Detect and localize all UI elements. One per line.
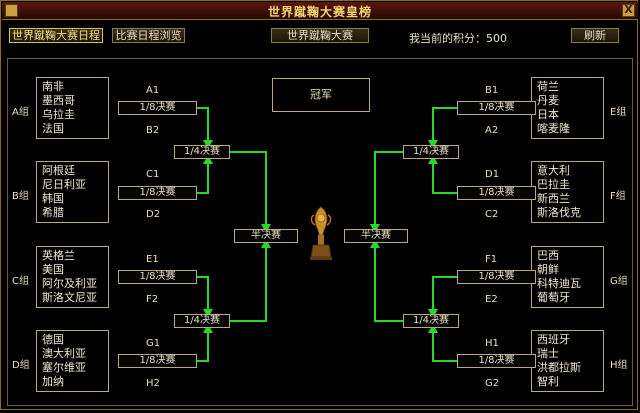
bracket-panel (7, 58, 633, 406)
team-name: 意大利 (537, 164, 570, 177)
team-name: 澳大利亚 (42, 347, 86, 360)
team-name: 丹麦 (537, 94, 559, 107)
group-box[interactable]: 巴西朝鲜科特迪瓦葡萄牙 (531, 246, 604, 308)
team-name: 法国 (42, 122, 64, 135)
semifinal-box[interactable]: 半决赛 (344, 229, 408, 243)
group-label: F组 (610, 191, 626, 202)
team-name: 塞尔维亚 (42, 361, 86, 374)
team-name: 新西兰 (537, 192, 570, 205)
seed-label: A2 (485, 125, 499, 136)
team-name: 朝鲜 (537, 263, 559, 276)
seed-label: A1 (146, 85, 160, 96)
seed-label: D1 (485, 169, 500, 180)
team-name: 尼日利亚 (42, 178, 86, 191)
team-name: 希腊 (42, 206, 64, 219)
tab-bracket[interactable]: 世界蹴鞠大赛日程 (9, 28, 103, 43)
seed-label: F2 (146, 294, 159, 305)
team-name: 巴拉圭 (537, 178, 570, 191)
quarterfinal-box[interactable]: 1/4决赛 (174, 145, 230, 159)
corner-ornament-icon (5, 4, 18, 17)
round16-box[interactable]: 1/8决赛 (118, 354, 197, 368)
quarterfinal-box[interactable]: 1/4决赛 (174, 314, 230, 328)
team-name: 智利 (537, 375, 559, 388)
team-name: 南非 (42, 80, 64, 93)
round16-box[interactable]: 1/8决赛 (457, 270, 536, 284)
refresh-button[interactable]: 刷新 (571, 28, 619, 43)
seed-label: G2 (485, 378, 500, 389)
team-name: 洪都拉斯 (537, 361, 581, 374)
team-name: 斯洛文尼亚 (42, 291, 97, 304)
team-name: 喀麦隆 (537, 122, 570, 135)
seed-label: C1 (146, 169, 160, 180)
team-name: 墨西哥 (42, 94, 75, 107)
group-label: C组 (12, 276, 29, 287)
seed-label: E2 (485, 294, 498, 305)
quarterfinal-box[interactable]: 1/4决赛 (403, 145, 459, 159)
close-icon: X (624, 3, 633, 16)
team-name: 瑞士 (537, 347, 559, 360)
group-label: H组 (610, 360, 628, 371)
group-box[interactable]: 意大利巴拉圭新西兰斯洛伐克 (531, 161, 604, 223)
team-name: 科特迪瓦 (537, 277, 581, 290)
seed-label: F1 (485, 254, 498, 265)
team-name: 斯洛伐克 (537, 206, 581, 219)
team-name: 加纳 (42, 375, 64, 388)
seed-label: B1 (485, 85, 499, 96)
semifinal-box[interactable]: 半决赛 (234, 229, 298, 243)
round16-box[interactable]: 1/8决赛 (118, 186, 197, 200)
team-name: 巴西 (537, 249, 559, 262)
seed-label: E1 (146, 254, 159, 265)
group-label: E组 (610, 107, 627, 118)
seed-label: C2 (485, 209, 499, 220)
tournament-button[interactable]: 世界蹴鞠大赛 (271, 28, 369, 43)
team-name: 阿根廷 (42, 164, 75, 177)
team-name: 日本 (537, 108, 559, 121)
team-name: 荷兰 (537, 80, 559, 93)
team-name: 美国 (42, 263, 64, 276)
seed-label: B2 (146, 125, 160, 136)
team-name: 西班牙 (537, 333, 570, 346)
seed-label: H1 (485, 338, 499, 349)
round16-box[interactable]: 1/8决赛 (118, 101, 197, 115)
seed-label: G1 (146, 338, 161, 349)
round16-box[interactable]: 1/8决赛 (457, 186, 536, 200)
group-box[interactable]: 西班牙瑞士洪都拉斯智利 (531, 330, 604, 392)
round16-box[interactable]: 1/8决赛 (457, 354, 536, 368)
team-name: 英格兰 (42, 249, 75, 262)
window-title: 世界蹴鞠大赛皇榜 (267, 5, 372, 19)
team-name: 乌拉圭 (42, 108, 75, 121)
title-bar: 世界蹴鞠大赛皇榜 X (2, 2, 638, 20)
round16-box[interactable]: 1/8决赛 (118, 270, 197, 284)
quarterfinal-box[interactable]: 1/4决赛 (403, 314, 459, 328)
group-label: D组 (12, 360, 30, 371)
group-box[interactable]: 德国澳大利亚塞尔维亚加纳 (36, 330, 109, 392)
champion-box: 冠军 (272, 78, 370, 112)
close-button[interactable]: X (622, 3, 635, 17)
group-label: G组 (610, 276, 628, 287)
group-label: B组 (12, 191, 29, 202)
trophy-icon (310, 206, 332, 260)
team-name: 德国 (42, 333, 64, 346)
seed-label: D2 (146, 209, 161, 220)
my-score: 我当前的积分：500 (409, 32, 507, 45)
group-box[interactable]: 阿根廷尼日利亚韩国希腊 (36, 161, 109, 223)
tab-schedule[interactable]: 比赛日程浏览 (112, 28, 185, 43)
round16-box[interactable]: 1/8决赛 (457, 101, 536, 115)
group-box[interactable]: 英格兰美国阿尔及利亚斯洛文尼亚 (36, 246, 109, 308)
group-label: A组 (12, 107, 29, 118)
group-box[interactable]: 荷兰丹麦日本喀麦隆 (531, 77, 604, 139)
team-name: 阿尔及利亚 (42, 277, 97, 290)
group-box[interactable]: 南非墨西哥乌拉圭法国 (36, 77, 109, 139)
team-name: 葡萄牙 (537, 291, 570, 304)
team-name: 韩国 (42, 192, 64, 205)
seed-label: H2 (146, 378, 160, 389)
